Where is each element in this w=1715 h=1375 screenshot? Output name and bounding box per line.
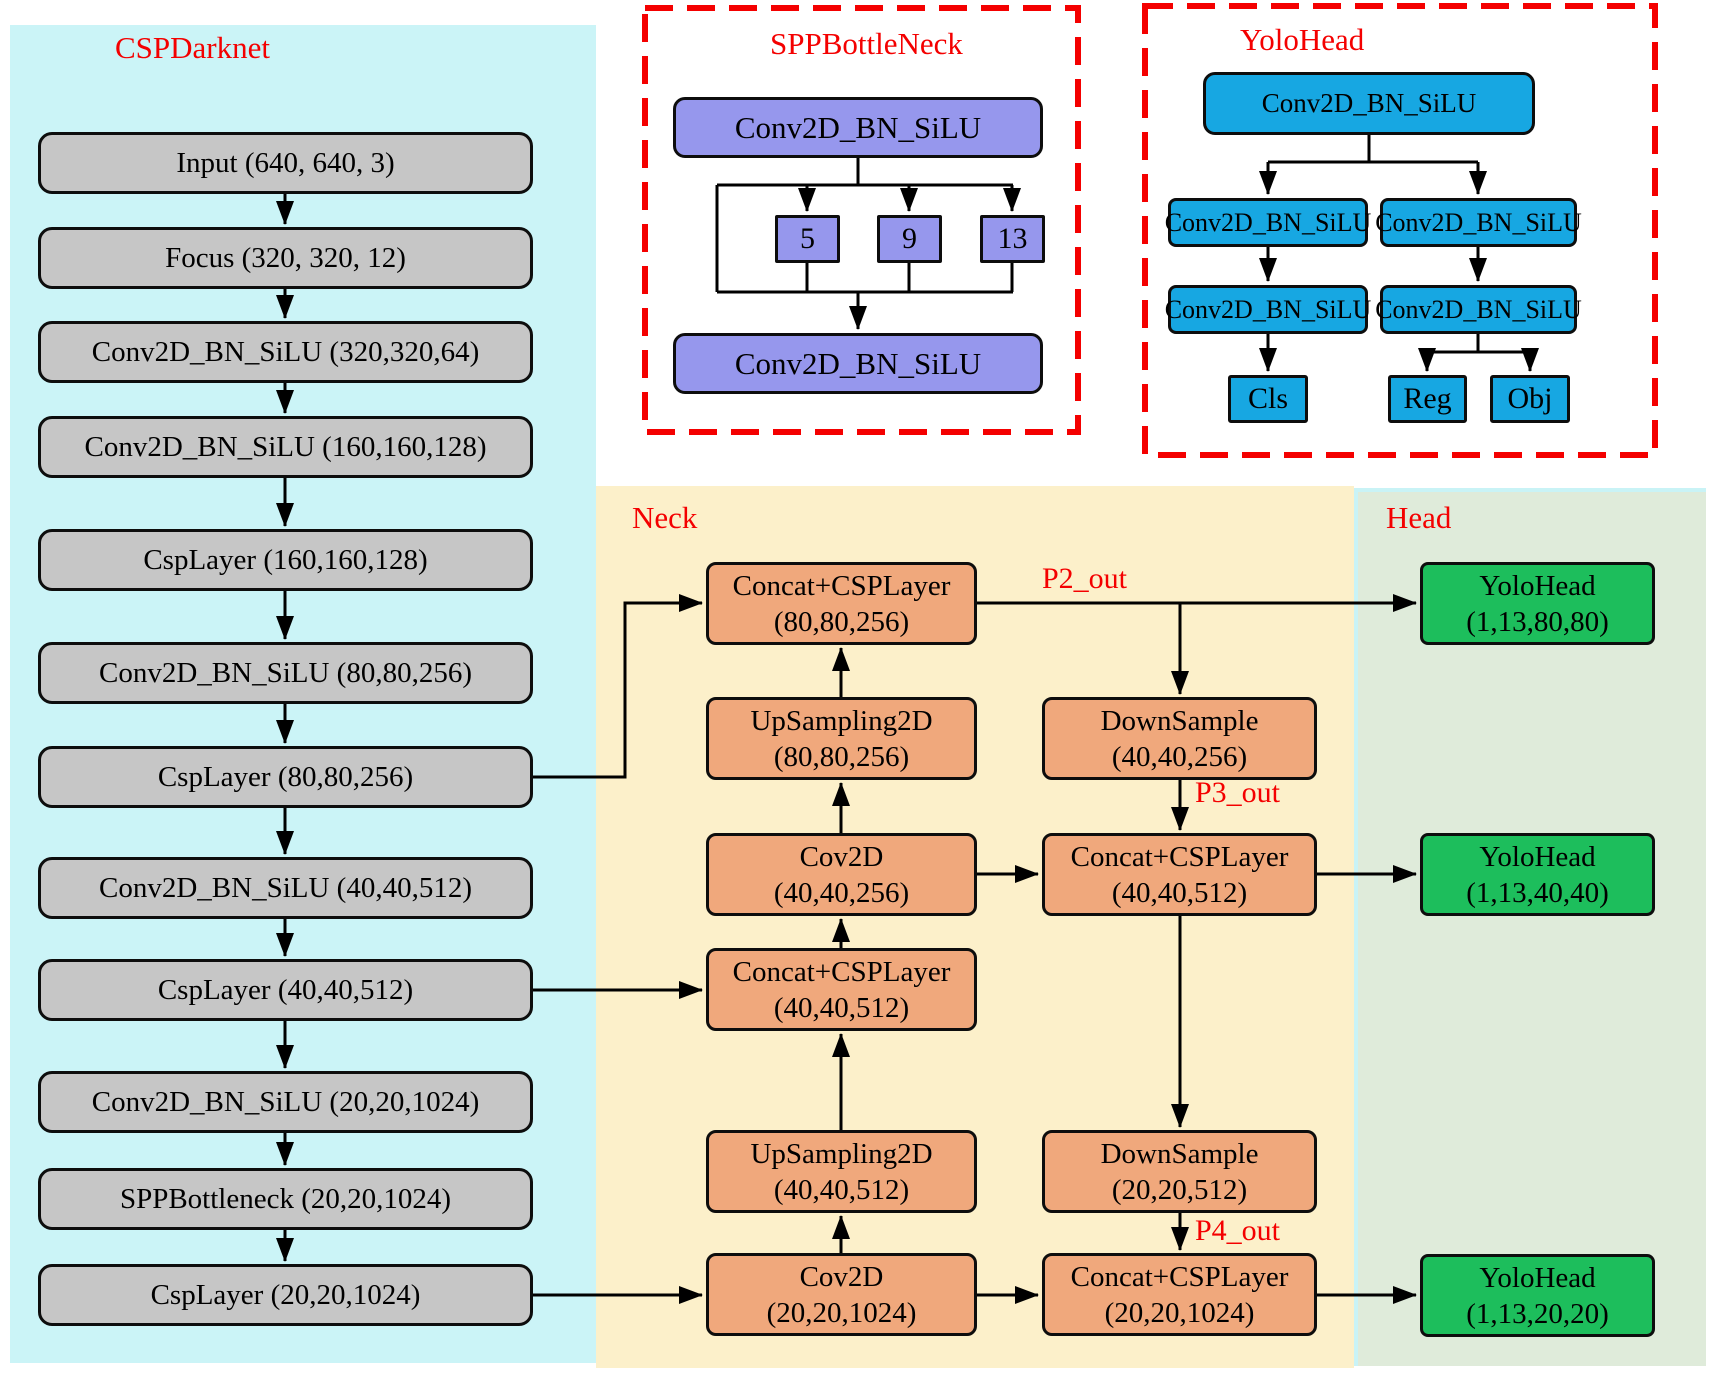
yolohead-right-conv1: Conv2D_BN_SiLU: [1375, 198, 1582, 247]
node-label: DownSample: [1100, 704, 1259, 737]
neck-node-concat-40-left: Concat+CSPLayer (40,40,512): [706, 948, 977, 1031]
neck-node-conv2d-40: Cov2D (40,40,256): [706, 833, 977, 916]
node-label: YoloHead: [1479, 569, 1596, 602]
backbone-node-conv2d-160: Conv2D_BN_SiLU (160,160,128): [38, 416, 533, 478]
spp-conv-top: Conv2D_BN_SiLU: [673, 97, 1043, 158]
backbone-node-csplayer-40: CspLayer (40,40,512): [38, 959, 533, 1021]
node-dims: (20,20,1024): [1104, 1296, 1255, 1329]
node-dims: (40,40,512): [1111, 876, 1248, 909]
node-dims: (80,80,256): [773, 605, 910, 638]
yolohead-left-conv2: Conv2D_BN_SiLU: [1165, 285, 1371, 334]
node-dims: (20,20,1024): [766, 1296, 917, 1329]
node-label: UpSampling2D: [750, 704, 933, 737]
label-p2-out: P2_out: [1042, 562, 1128, 595]
backbone-node-conv2d-80: Conv2D_BN_SiLU (80,80,256): [38, 642, 533, 704]
neck-title: Neck: [632, 500, 698, 535]
head-node-yolohead-40: YoloHead (1,13,40,40): [1420, 833, 1655, 916]
yolohead-detail-title: YoloHead: [1240, 22, 1365, 57]
spp-kernel-13: 13: [980, 215, 1045, 263]
backbone-to-neck-arrows: [533, 594, 703, 1304]
yolohead-reg-box: Reg: [1388, 375, 1467, 423]
backbone-node-focus: Focus (320, 320, 12): [38, 227, 533, 289]
neck-node-concat-40-right: Concat+CSPLayer (40,40,512): [1042, 833, 1317, 916]
node-dims: (1,13,40,40): [1466, 876, 1609, 909]
yolohead-left-conv1: Conv2D_BN_SiLU: [1165, 198, 1371, 247]
head-node-yolohead-80: YoloHead (1,13,80,80): [1420, 562, 1655, 645]
neck-node-upsample-40: UpSampling2D (40,40,512): [706, 1130, 977, 1213]
node-dims: (40,40,512): [773, 1173, 910, 1206]
backbone-node-conv2d-40: Conv2D_BN_SiLU (40,40,512): [38, 857, 533, 919]
label-p3-out: P3_out: [1195, 776, 1281, 809]
yolohead-obj-box: Obj: [1490, 375, 1570, 423]
yolohead-dashed-border: [1142, 3, 1658, 458]
yolohead-root-conv: Conv2D_BN_SiLU: [1203, 72, 1535, 135]
backbone-node-csplayer-160: CspLayer (160,160,128): [38, 529, 533, 591]
backbone-node-conv2d-320: Conv2D_BN_SiLU (320,320,64): [38, 321, 533, 383]
backbone-node-conv2d-20: Conv2D_BN_SiLU (20,20,1024): [38, 1071, 533, 1133]
node-label: DownSample: [1100, 1137, 1259, 1170]
node-dims: (1,13,20,20): [1466, 1297, 1609, 1330]
node-label: Concat+CSPLayer: [1070, 840, 1289, 873]
node-label: YoloHead: [1479, 840, 1596, 873]
node-label: Concat+CSPLayer: [732, 569, 951, 602]
yolohead-cls-box: Cls: [1228, 375, 1308, 423]
node-dims: (20,20,512): [1111, 1173, 1248, 1206]
spp-conv-bottom: Conv2D_BN_SiLU: [673, 333, 1043, 394]
yolohead-right-conv2: Conv2D_BN_SiLU: [1375, 285, 1582, 334]
backbone-node-csplayer-20: CspLayer (20,20,1024): [38, 1264, 533, 1326]
node-label: YoloHead: [1479, 1261, 1596, 1294]
node-label: Concat+CSPLayer: [1070, 1260, 1289, 1293]
backbone-title: CSPDarknet: [115, 30, 270, 65]
yolohead-detail-arrows: [1259, 135, 1539, 372]
backbone-node-csplayer-80: CspLayer (80,80,256): [38, 746, 533, 808]
node-dims: (40,40,256): [1111, 740, 1248, 773]
neck-node-concat-20: Concat+CSPLayer (20,20,1024): [1042, 1253, 1317, 1336]
node-label: UpSampling2D: [750, 1137, 933, 1170]
backbone-node-sppbottleneck: SPPBottleneck (20,20,1024): [38, 1168, 533, 1230]
node-dims: (80,80,256): [773, 740, 910, 773]
head-title: Head: [1386, 500, 1452, 535]
node-dims: (40,40,256): [773, 876, 910, 909]
neck-node-upsample-80: UpSampling2D (80,80,256): [706, 697, 977, 780]
spp-title: SPPBottleNeck: [770, 26, 963, 61]
neck-node-downsample-40: DownSample (40,40,256): [1042, 697, 1317, 780]
backbone-node-input: Input (640, 640, 3): [38, 132, 533, 194]
neck-node-conv2d-20: Cov2D (20,20,1024): [706, 1253, 977, 1336]
spp-kernel-9: 9: [877, 215, 942, 263]
node-label: Concat+CSPLayer: [732, 955, 951, 988]
head-node-yolohead-20: YoloHead (1,13,20,20): [1420, 1254, 1655, 1337]
neck-node-concat-80: Concat+CSPLayer (80,80,256): [706, 562, 977, 645]
node-dims: (40,40,512): [773, 991, 910, 1024]
node-dims: (1,13,80,80): [1466, 605, 1609, 638]
spp-arrows: [715, 158, 1021, 330]
spp-dashed-border: [642, 5, 1081, 435]
neck-arrows: [832, 594, 1417, 1304]
neck-node-downsample-20: DownSample (20,20,512): [1042, 1130, 1317, 1213]
spp-kernel-5: 5: [775, 215, 840, 263]
node-label: Cov2D: [799, 840, 884, 873]
node-label: Cov2D: [799, 1260, 884, 1293]
label-p4-out: P4_out: [1195, 1214, 1281, 1247]
